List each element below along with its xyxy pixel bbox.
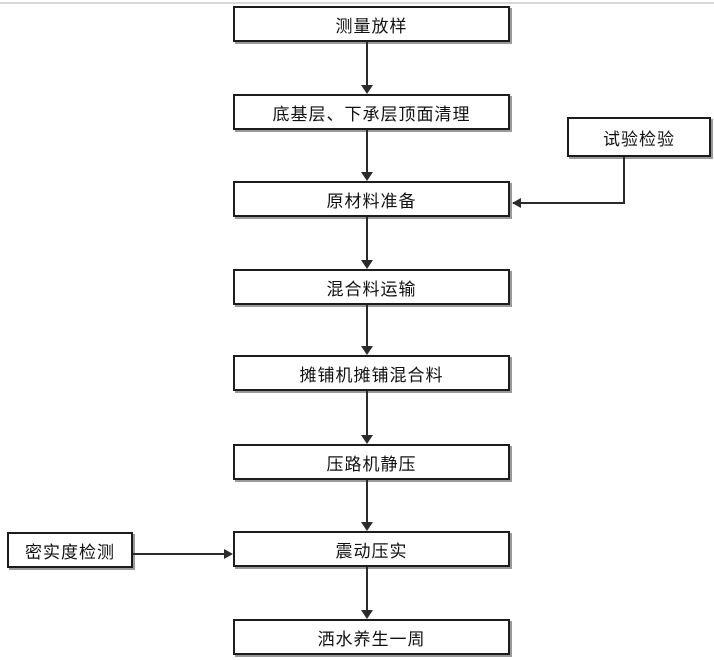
connector-step1-step2-line [366, 42, 368, 86]
node-subbase-surface-cleaning: 底基层、下承层顶面清理 [233, 94, 510, 130]
node-mixture-transport: 混合料运输 [233, 269, 510, 305]
node-paver-spreading: 摊铺机摊铺混合料 [233, 355, 510, 391]
connector-step7-step8-line [366, 567, 368, 611]
connector-step1-step2-arrowhead-icon [361, 85, 373, 94]
connector-step2-step3-arrowhead-icon [361, 172, 373, 181]
connector-step6-step7-line [366, 480, 368, 523]
node-survey-stakeout: 测量放样 [233, 6, 510, 42]
connector-step3-step4-arrowhead-icon [361, 260, 373, 269]
connector-step4-step5-line [366, 305, 368, 347]
connector-test-inspection-arrowhead-icon [512, 198, 521, 208]
node-test-inspection: 试验检验 [567, 117, 711, 157]
node-water-curing: 洒水养生一周 [233, 619, 510, 655]
node-raw-material-preparation: 原材料准备 [233, 181, 510, 217]
connector-step7-step8-arrowhead-icon [361, 610, 373, 619]
connector-step2-step3-line [366, 130, 368, 173]
node-roller-static-compaction: 压路机静压 [233, 444, 510, 480]
connector-step5-step6-arrowhead-icon [361, 435, 373, 444]
page-top-border [0, 2, 714, 4]
connector-step5-step6-line [366, 391, 368, 436]
connector-step3-step4-line [366, 217, 368, 261]
connector-test-inspection-hline [513, 202, 625, 204]
connector-density-detection-hline [133, 553, 225, 555]
connector-density-detection-arrowhead-icon [224, 549, 233, 559]
connector-test-inspection-vline [623, 157, 625, 204]
node-density-detection: 密实度检测 [7, 532, 133, 568]
connector-step4-step5-arrowhead-icon [361, 346, 373, 355]
node-vibration-compaction: 震动压实 [233, 531, 510, 567]
connector-step6-step7-arrowhead-icon [361, 522, 373, 531]
